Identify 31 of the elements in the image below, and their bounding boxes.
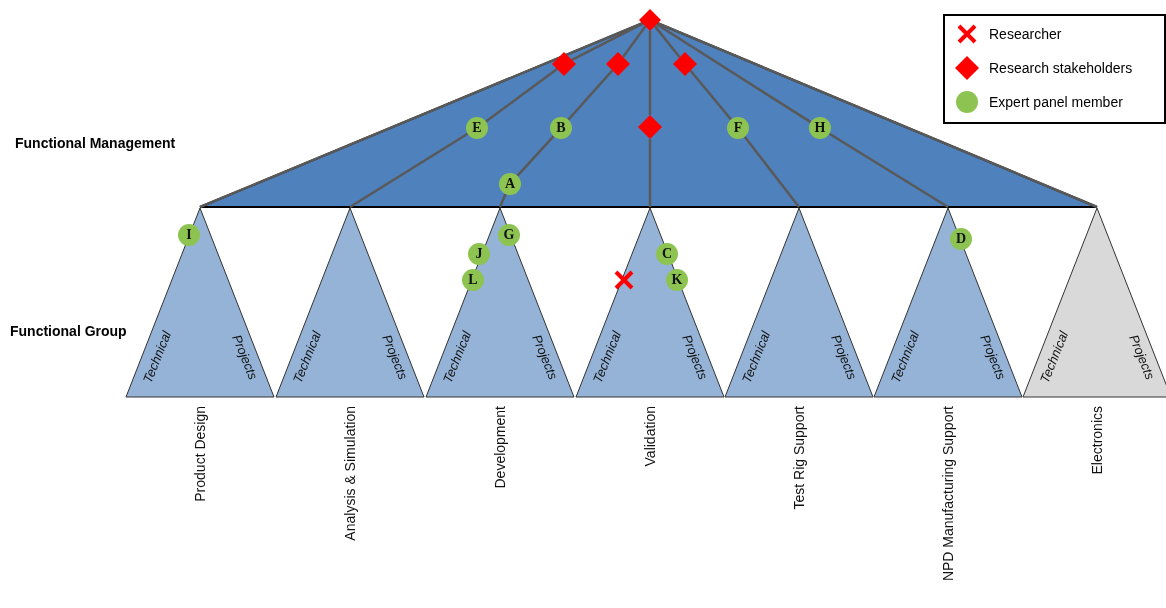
panel-member-circle: J	[468, 243, 490, 265]
group-name: Development	[492, 406, 508, 489]
connector-line	[653, 25, 681, 59]
group-name: NPD Manufacturing Support	[940, 406, 956, 582]
legend-label: Researcher	[989, 26, 1062, 42]
connector-line	[571, 22, 644, 62]
row-label: Functional Management	[15, 135, 176, 151]
connector-line	[648, 31, 652, 115]
row-label: Functional Group	[10, 323, 127, 339]
panel-member-circle: I	[178, 224, 200, 246]
group-name: Validation	[642, 406, 658, 467]
legend-label: Research stakeholders	[989, 60, 1133, 76]
connector-line	[648, 139, 652, 207]
connector-line	[656, 23, 812, 124]
connector-line	[498, 193, 507, 208]
connector-line	[199, 22, 643, 209]
connector-line	[622, 25, 647, 58]
group-name: Product Design	[192, 406, 208, 502]
panel-member-circle: D	[950, 228, 972, 250]
connector-line	[657, 22, 1098, 209]
connector-line	[689, 69, 732, 121]
legend-label: Expert panel member	[989, 94, 1123, 110]
group-name: Analysis & Simulation	[342, 406, 358, 541]
connector-line	[485, 68, 558, 123]
connector-line	[743, 135, 800, 208]
group-name: Electronics	[1089, 406, 1105, 475]
connector-line	[567, 69, 614, 121]
connector-line	[349, 132, 469, 209]
connector-line	[516, 135, 555, 177]
connector-line	[828, 132, 949, 209]
group-name: Test Rig Support	[791, 406, 807, 510]
